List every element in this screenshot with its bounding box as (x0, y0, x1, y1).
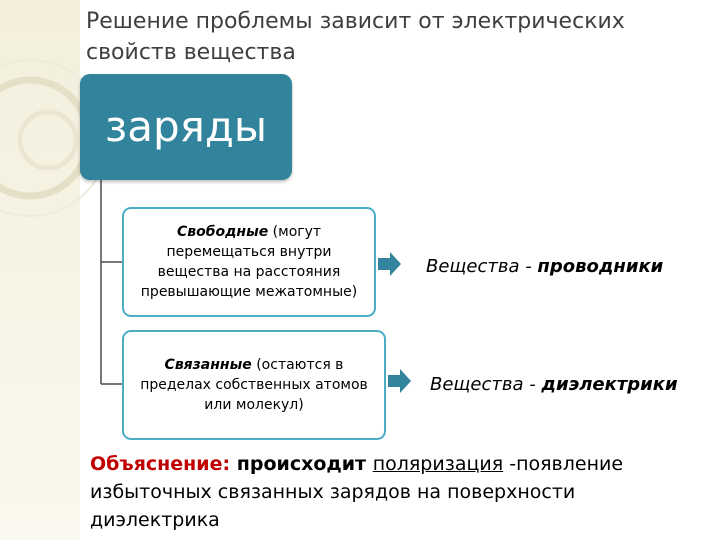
explanation-label: Объяснение: (90, 453, 231, 475)
explanation-rest: -появление избыточных связанных зарядов … (90, 453, 624, 531)
free-charges-text: Свободные (могут перемещаться внутри вещ… (130, 222, 368, 302)
conductors-label: проводники (537, 256, 664, 277)
charges-label: заряды (104, 102, 268, 151)
explanation-text: Объяснение: происходит поляризация -появ… (90, 450, 710, 534)
dielectrics-label: диэлектрики (541, 374, 678, 395)
free-charges-box: Свободные (могут перемещаться внутри вещ… (122, 207, 376, 317)
polarization-term: поляризация (372, 453, 504, 475)
conductors-prefix: Вещества - (426, 256, 538, 277)
dielectrics-prefix: Вещества - (430, 374, 542, 395)
bound-charges-name: Связанные (164, 357, 252, 373)
explanation-verb: происходит (230, 453, 373, 475)
free-charges-name: Свободные (176, 224, 269, 240)
charges-root-box: заряды (80, 74, 292, 180)
dielectrics-result: Вещества - диэлектрики (430, 373, 678, 397)
right-arrow-icon (378, 252, 401, 276)
bound-charges-box: Связанные (остаются в пределах собственн… (122, 330, 386, 440)
conductors-result: Вещества - проводники (426, 255, 663, 279)
slide-title: Решение проблемы зависит от электрически… (86, 9, 625, 65)
free-charges-description: (могут перемещаться внутри вещества на р… (140, 224, 358, 300)
bound-charges-text: Связанные (остаются в пределах собственн… (130, 355, 378, 415)
bound-charges-description: (остаются в пределах собственных атомов … (140, 357, 368, 413)
right-arrow-icon (388, 369, 411, 393)
